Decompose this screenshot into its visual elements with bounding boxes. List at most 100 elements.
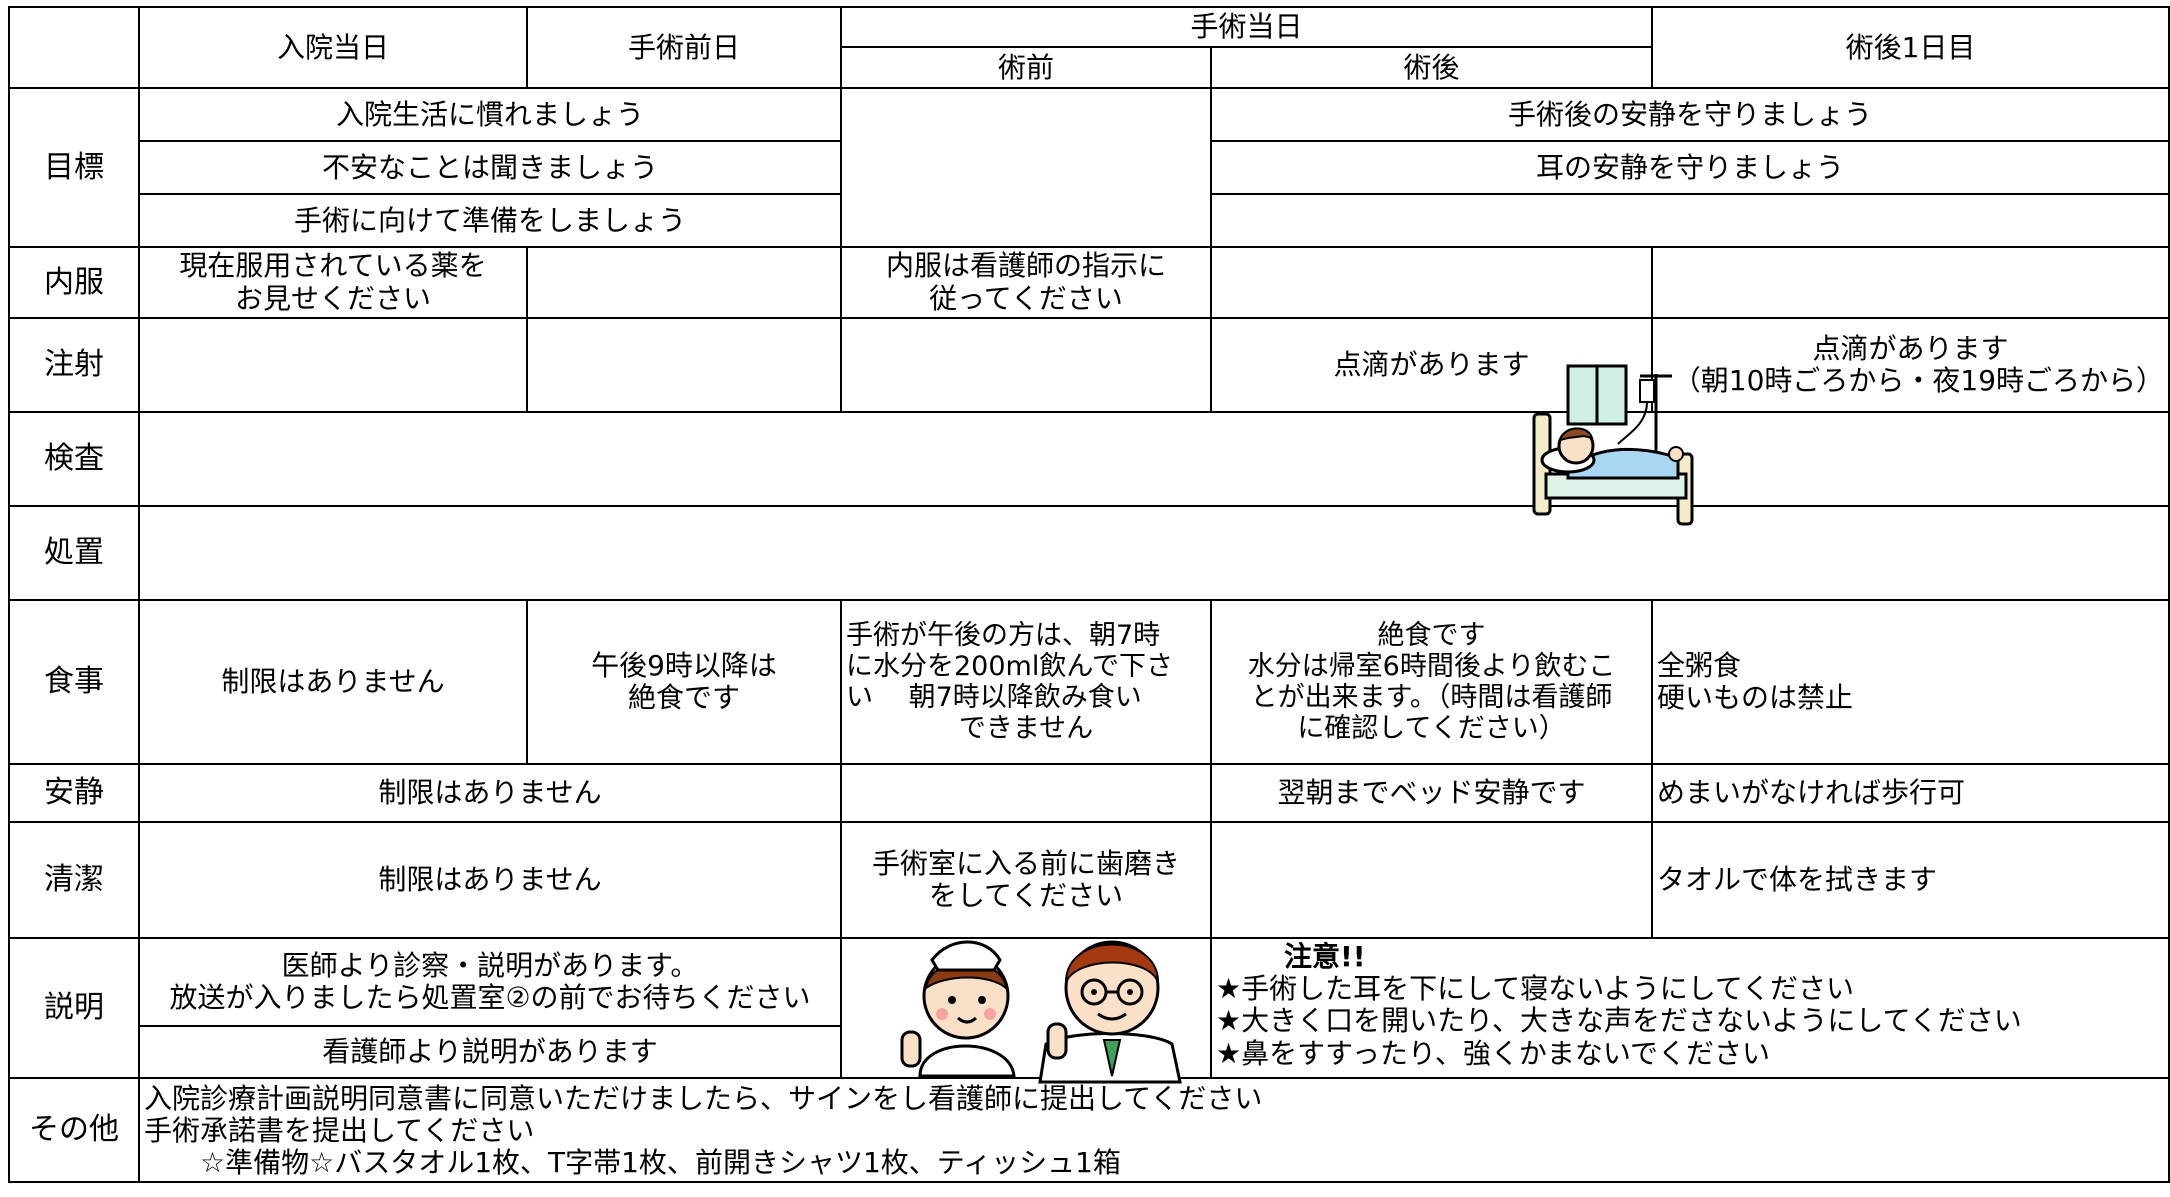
- meal-day-before-line: 午後9時以降は: [591, 648, 777, 682]
- injection-admission-empty: [138, 317, 528, 413]
- explanation-label: 説明: [8, 937, 140, 1079]
- exam-label: 検査: [8, 411, 140, 507]
- injection-post-day1: 点滴があります （朝10時ごろから・夜19時ごろから）: [1651, 317, 2170, 413]
- meal-post-day1: 全粥食 硬いものは禁止: [1651, 599, 2170, 765]
- header-day-before: 手術前日: [526, 6, 842, 89]
- meal-post-op: 絶食です 水分は帰室6時間後より飲むこ とが出来ます。（時間は看護師 に確認して…: [1209, 599, 1654, 765]
- other-row: その他 入院診療計画説明同意書に同意いただけましたら、サインをし看護師に提出して…: [8, 1077, 2170, 1183]
- explanation-row: 説明 医師より診察・説明があります。 放送が入りましたら処置室②の前でお待ちくだ…: [8, 937, 2170, 1079]
- medication-post-day1-empty: [1651, 246, 2170, 319]
- other-line: 入院診療計画説明同意書に同意いただけましたら、サインをし看護師に提出してください: [144, 1082, 1263, 1115]
- meal-pre-op-line: い 朝7時以降飲み食い: [846, 682, 1142, 713]
- hygiene-label: 清潔: [8, 821, 140, 939]
- other-label: その他: [8, 1077, 140, 1183]
- caution-title: 注意!!: [1284, 940, 1366, 973]
- medication-row: 内服 現在服用されている薬を お見せください 内服は看護師の指示に 従ってくださ…: [8, 246, 2170, 319]
- rest-pre-op-empty: [840, 763, 1212, 823]
- header-surgery-day: 手術当日: [839, 6, 1654, 48]
- caution-item: ★大きく口を開いたり、大きな声をださないようにしてください: [1216, 1004, 2022, 1038]
- medication-pre-op-line: 内服は看護師の指示に: [885, 249, 1166, 283]
- medication-day-before-empty: [526, 246, 842, 319]
- medication-pre-op-line: 従ってください: [929, 281, 1123, 315]
- meal-label: 食事: [8, 599, 140, 765]
- medication-admission-line: 現在服用されている薬を: [179, 249, 487, 283]
- rest-row: 安静 制限はありません 翌朝までベッド安静です めまいがなければ歩行可: [8, 763, 2170, 823]
- meal-post-op-line: とが出来ます。（時間は看護師: [1250, 682, 1613, 713]
- header-subrow: 術前 術後: [9, 46, 2169, 89]
- meal-pre-op-line: できません: [958, 713, 1094, 745]
- goal-post-2: 耳の安静を守りましょう: [1209, 140, 2170, 195]
- goal-row-2: 不安なことは聞きましょう 耳の安静を守りましょう: [9, 140, 2170, 195]
- injection-post-day1-line: （朝10時ごろから・夜19時ごろから）: [1672, 364, 2165, 397]
- injection-post-day1-line: 点滴があります: [1812, 331, 2009, 365]
- hygiene-admission: 制限はありません: [138, 821, 842, 939]
- other-content: 入院診療計画説明同意書に同意いただけましたら、サインをし看護師に提出してください…: [137, 1077, 2170, 1183]
- injection-row: 注射 点滴があります 点滴があります （朝10時ごろから・夜19時ごろから）: [8, 317, 2170, 413]
- rest-admission: 制限はありません: [138, 763, 842, 823]
- doctor-figure: [1038, 940, 1182, 1084]
- header-row: 入院当日 手術前日 手術当日 術後1日目: [8, 6, 2170, 89]
- goal-post-1: 手術後の安静を守りましょう: [1209, 87, 2170, 142]
- explanation-row-2: 看護師より説明があります: [9, 1025, 2169, 1079]
- nurse-figure: [900, 940, 1016, 1078]
- header-post-op: 術後: [1209, 46, 1654, 89]
- meal-day-before: 午後9時以降は 絶食です: [526, 599, 842, 765]
- meal-post-op-line: 水分は帰室6時間後より飲むこ: [1247, 650, 1616, 682]
- meal-post-op-line: 絶食です: [1377, 619, 1486, 651]
- header-post-day1: 術後1日目: [1651, 6, 2170, 89]
- explanation-doctor: 医師より診察・説明があります。 放送が入りましたら処置室②の前でお待ちください: [138, 937, 842, 1027]
- goal-pre-op-empty: [840, 87, 1212, 248]
- exam-content-empty: [137, 411, 2170, 507]
- clinical-pathway-sheet: 入院当日 手術前日 手術当日 術後1日目 術前 術後 目標 入院生活に慣れましょ…: [8, 6, 2170, 1197]
- goal-label: 目標: [8, 87, 140, 248]
- goal-admission-3: 手術に向けて準備をしましょう: [138, 193, 842, 248]
- treatment-content-empty: [137, 505, 2170, 601]
- hygiene-post-op-empty: [1209, 821, 1654, 939]
- corner-cell: [8, 6, 140, 89]
- injection-label: 注射: [8, 317, 140, 413]
- meal-pre-op-line: 手術が午後の方は、朝7時: [846, 619, 1161, 651]
- other-line: 手術承諾書を提出してください: [144, 1114, 535, 1148]
- goal-admission-2: 不安なことは聞きましょう: [138, 140, 842, 195]
- header-pre-op: 術前: [840, 46, 1212, 89]
- meal-post-op-line: に確認してください）: [1297, 713, 1566, 745]
- medication-label: 内服: [8, 246, 140, 319]
- hygiene-post-day1: タオルで体を拭きます: [1651, 821, 2170, 939]
- medication-post-op-empty: [1209, 246, 1654, 319]
- caution-item: ★手術した耳を下にして寝ないようにしてください: [1216, 972, 1855, 1006]
- caution-box: 注意!! ★手術した耳を下にして寝ないようにしてください ★大きく口を開いたり、…: [1209, 937, 2170, 1079]
- hygiene-pre-op-line: をしてください: [928, 879, 1124, 912]
- explanation-doctor-line: 医師より診察・説明があります。: [281, 948, 699, 982]
- hygiene-pre-op-line: 手術室に入る前に歯磨き: [871, 846, 1180, 880]
- clinical-pathway-table: 入院当日 手術前日 手術当日 術後1日目 術前 術後 目標 入院生活に慣れましょ…: [8, 6, 2170, 1183]
- meal-post-day1-line: 全粥食: [1657, 648, 1742, 682]
- goal-post-3-empty: [1209, 193, 2170, 248]
- treatment-row: 処置: [8, 505, 2170, 601]
- injection-day-before-empty: [526, 317, 842, 413]
- meal-row: 食事 制限はありません 午後9時以降は 絶食です 手術が午後の方は、朝7時 に水…: [8, 599, 2170, 765]
- goal-row-3: 手術に向けて準備をしましょう: [9, 193, 2170, 248]
- explanation-nurse: 看護師より説明があります: [138, 1025, 842, 1079]
- goal-row: 目標 入院生活に慣れましょう 手術後の安静を守りましょう: [8, 87, 2170, 248]
- rest-label: 安静: [8, 763, 140, 823]
- nurse-doctor-illustration: [900, 940, 1182, 1084]
- other-line: ☆準備物☆バスタオル1枚、T字帯1枚、前開きシャツ1枚、ティッシュ1箱: [144, 1146, 1121, 1180]
- exam-row: 検査: [8, 411, 2170, 507]
- medication-admission-line: お見せください: [234, 281, 431, 315]
- meal-pre-op: 手術が午後の方は、朝7時 に水分を200ml飲んで下さ い 朝7時以降飲み食い …: [840, 599, 1212, 765]
- meal-post-day1-line: 硬いものは禁止: [1657, 681, 1854, 714]
- meal-day-before-line: 絶食です: [627, 681, 740, 714]
- hygiene-pre-op: 手術室に入る前に歯磨き をしてください: [840, 821, 1212, 939]
- injection-pre-op-empty: [840, 317, 1212, 413]
- goal-admission-1: 入院生活に慣れましょう: [138, 87, 842, 142]
- medication-pre-op: 内服は看護師の指示に 従ってください: [840, 246, 1212, 319]
- patient-bed-illustration: [1532, 364, 1694, 526]
- meal-pre-op-line: に水分を200ml飲んで下さ: [846, 650, 1173, 682]
- hygiene-row: 清潔 制限はありません 手術室に入る前に歯磨き をしてください タオルで体を拭き…: [8, 821, 2170, 939]
- treatment-label: 処置: [8, 505, 140, 601]
- rest-post-day1: めまいがなければ歩行可: [1651, 763, 2170, 823]
- caution-item: ★鼻をすすったり、強くかまないでください: [1216, 1036, 1771, 1070]
- header-admission-day: 入院当日: [138, 6, 528, 89]
- rest-post-op: 翌朝までベッド安静です: [1209, 763, 1654, 823]
- explanation-doctor-line: 放送が入りましたら処置室②の前でお待ちください: [169, 981, 811, 1014]
